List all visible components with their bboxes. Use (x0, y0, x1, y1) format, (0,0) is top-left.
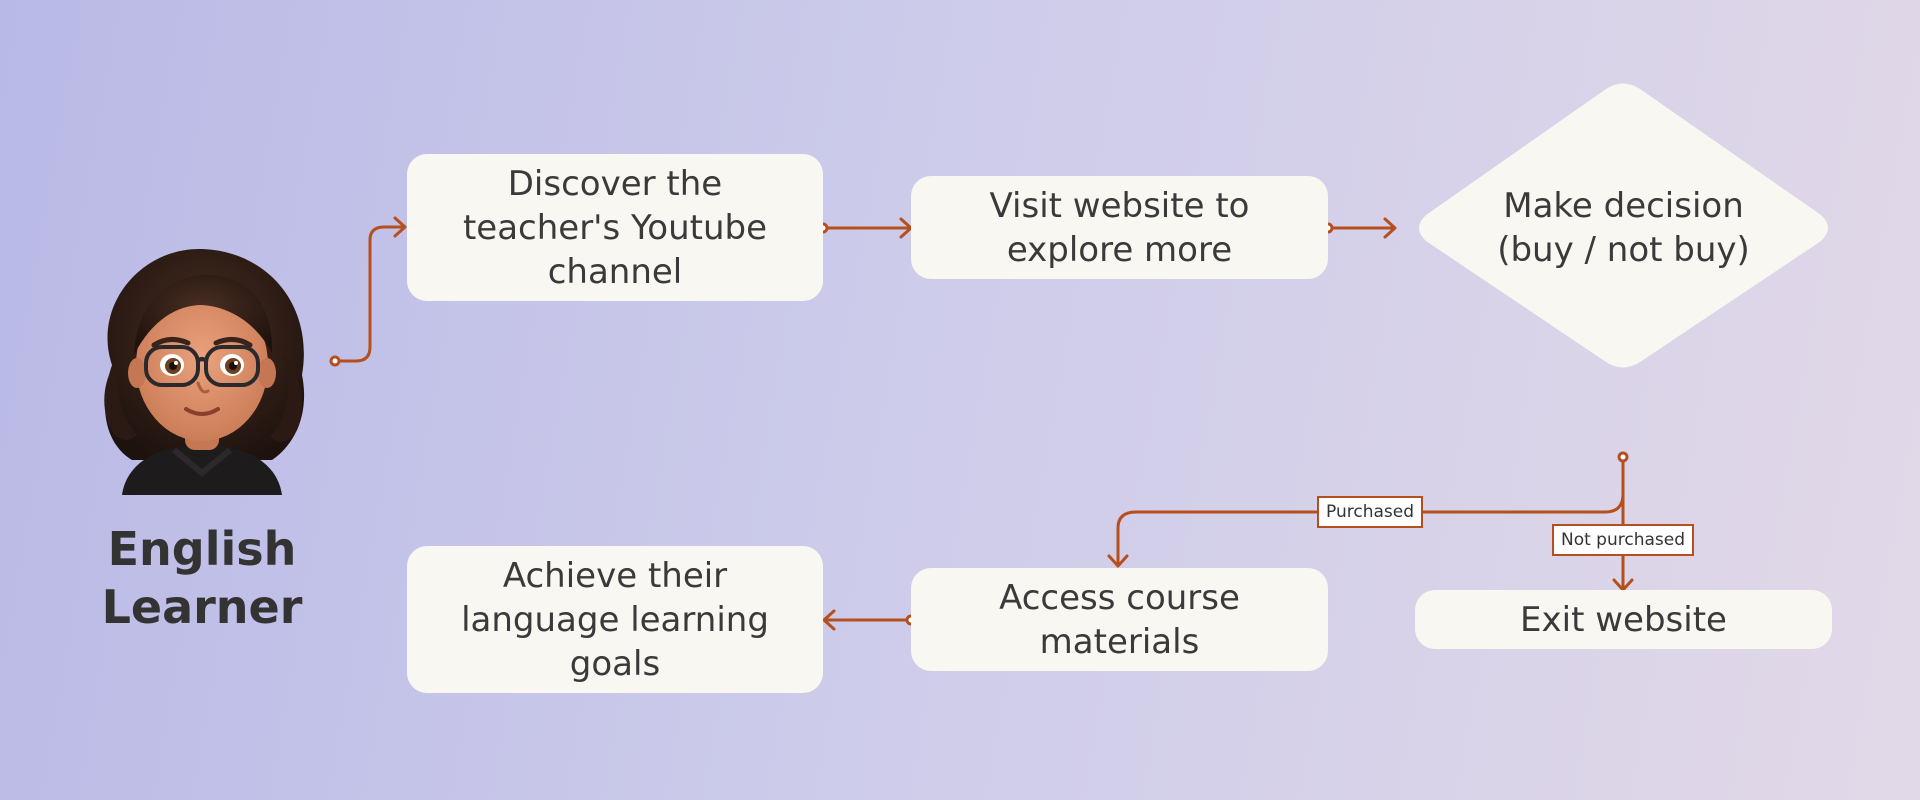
node-achieve: Achieve their language learning goals (407, 546, 823, 693)
edge-label-not-purchased: Not purchased (1552, 524, 1694, 556)
node-decision-label: Make decision (buy / not buy) (1415, 184, 1832, 272)
edge-label-purchased: Purchased (1317, 496, 1423, 528)
node-exit: Exit website (1415, 590, 1832, 649)
node-access: Access course materials (911, 568, 1328, 671)
